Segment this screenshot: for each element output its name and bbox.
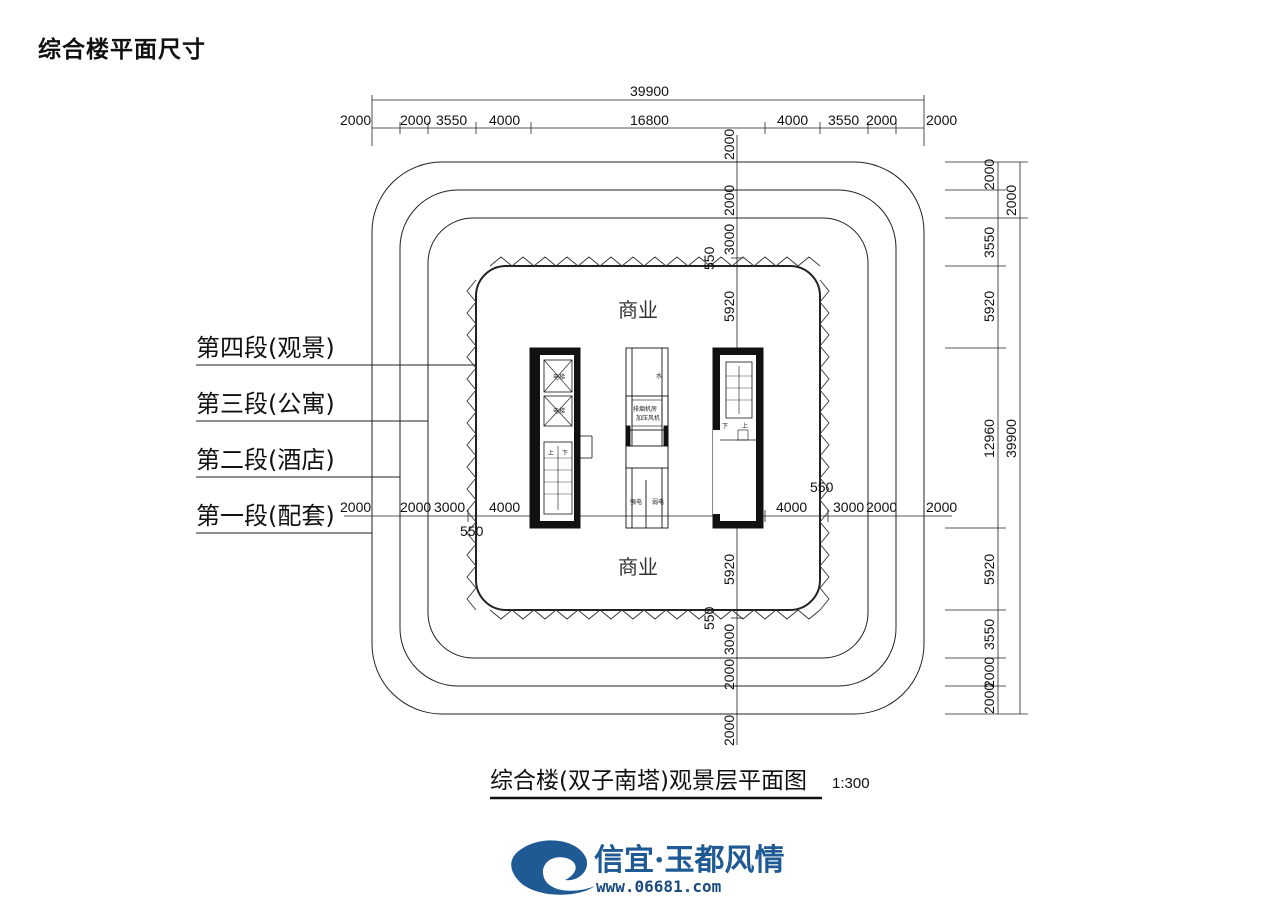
dim-mid-r2: 2000 [866, 499, 897, 515]
outline-ring-3 [427, 217, 869, 659]
center-room-label: 排烟机房 [633, 405, 657, 413]
dim-top-4: 16800 [630, 112, 669, 128]
dim-r-0: 2000 [981, 159, 997, 190]
dim-r-4: 5920 [981, 554, 997, 585]
dim-top-6: 3550 [828, 112, 859, 128]
dim-top-2: 3550 [436, 112, 467, 128]
plan-title: 综合楼(双子南塔)观景层平面图 [490, 768, 807, 794]
dim-mid-r3: 2000 [926, 499, 957, 515]
dim-top-overall: 39900 [630, 83, 669, 99]
dim-r-7: 2000 [981, 683, 997, 714]
dim-mid-r0: 4000 [776, 499, 807, 515]
dim-v-u2: 3000 [721, 224, 737, 255]
core-center [625, 347, 669, 529]
dim-middle-labels: 2000 2000 3000 4000 4000 3000 2000 2000 … [340, 479, 957, 539]
shaft-label: 水 [656, 372, 662, 380]
stair-up-right: 上 [742, 422, 748, 430]
outline-ring-2 [399, 189, 897, 687]
core-left [529, 347, 593, 529]
dim-r-5: 3550 [981, 619, 997, 650]
dim-v-u0: 2000 [721, 129, 737, 160]
top-dimension-lines [371, 95, 925, 146]
dim-offset-left: 550 [460, 523, 484, 539]
stair-up-left: 上 [548, 449, 554, 457]
dim-mid-r1: 3000 [833, 499, 864, 515]
dim-top-chain-labels: 2000 2000 3550 4000 16800 4000 3550 2000… [340, 112, 957, 128]
dim-v-l2: 2000 [721, 659, 737, 690]
right-dimension-lines [945, 161, 1028, 715]
facade-fin-zigzag [466, 256, 830, 620]
stair-down-left: 下 [562, 450, 568, 457]
dim-v-550-top: 550 [701, 246, 717, 270]
dim-r-6: 2000 [981, 657, 997, 688]
logo-url: www.06681.com [596, 877, 722, 896]
dim-r-2000: 2000 [1003, 185, 1019, 216]
segment-label-2: 第二段(酒店) [196, 446, 335, 474]
weak-room-label: 弱电 [652, 498, 664, 506]
room-commercial-top: 商业 [618, 298, 658, 322]
dim-offset-right: 550 [810, 479, 834, 495]
dim-r-3: 12960 [981, 419, 997, 458]
dim-top-0: 2000 [340, 112, 371, 128]
core-right [712, 347, 764, 529]
dim-top-8: 2000 [926, 112, 957, 128]
dim-r-2: 5920 [981, 291, 997, 322]
dim-v-u3: 5920 [721, 291, 737, 322]
dim-vertical-labels: 2000 2000 3000 550 5920 5920 550 3000 20… [701, 129, 737, 746]
dim-r-overall: 39900 [1003, 419, 1019, 458]
elevator-label-2: 电梯 [553, 407, 565, 415]
dim-mid-l1: 2000 [400, 499, 431, 515]
dim-v-u1: 2000 [721, 185, 737, 216]
logo-swirl-icon [511, 840, 595, 895]
dim-r-1: 3550 [981, 227, 997, 258]
segment-label-4: 第四段(观景) [196, 334, 335, 362]
dim-v-l3: 2000 [721, 715, 737, 746]
dim-v-550-bottom: 550 [701, 606, 717, 630]
stair-down-right: 下 [722, 423, 728, 430]
dim-top-5: 4000 [777, 112, 808, 128]
plan-scale: 1:300 [832, 775, 870, 792]
page-heading: 综合楼平面尺寸 [38, 37, 206, 63]
elevator-label-1: 电梯 [553, 373, 565, 381]
segment-leader-lines [196, 364, 476, 534]
middle-dimension-line [344, 510, 952, 522]
dim-top-7: 2000 [866, 112, 897, 128]
dim-mid-l2: 3000 [434, 499, 465, 515]
facade-fins [466, 256, 830, 620]
site-logo: 信宜·玉都风情 www.06681.com [511, 840, 784, 896]
logo-name: 信宜·玉都风情 [594, 843, 784, 878]
dim-mid-l0: 2000 [340, 499, 371, 515]
outline-ring-1 [371, 161, 925, 715]
segment-label-1: 第一段(配套) [196, 502, 335, 530]
dim-v-l0: 5920 [721, 554, 737, 585]
segment-label-3: 第三段(公寓) [196, 390, 335, 418]
electric-room-label: 强电 [630, 498, 642, 506]
center-room-label-2: 加压风机 [636, 414, 660, 422]
dim-v-l1: 3000 [721, 624, 737, 655]
dim-top-1: 2000 [400, 112, 431, 128]
dim-right-labels: 2000 2000 3550 5920 12960 39900 5920 355… [981, 159, 1019, 714]
dim-mid-l3: 4000 [489, 499, 520, 515]
dim-top-3: 4000 [489, 112, 520, 128]
floor-slab [475, 265, 821, 611]
room-commercial-bottom: 商业 [618, 555, 658, 579]
